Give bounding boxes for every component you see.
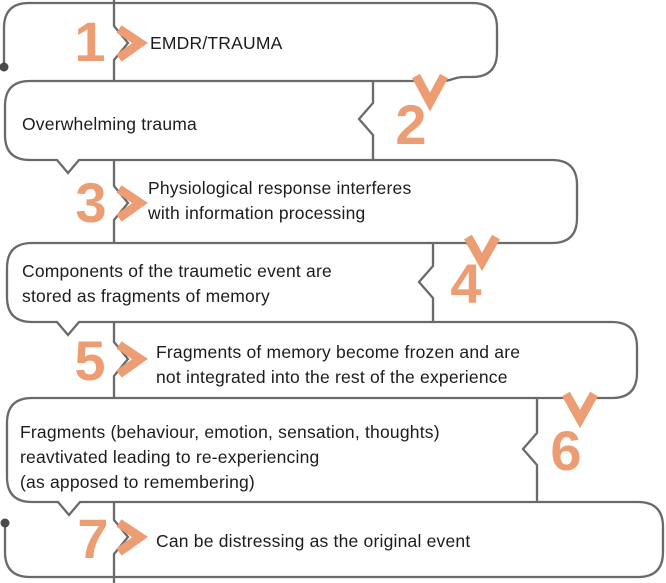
step-3-text-line-1: Physiological response interferes xyxy=(148,178,411,198)
step-6: 6 Fragments (behaviour, emotion, sensati… xyxy=(20,391,598,502)
step-1-number: 1 xyxy=(74,10,105,73)
step-2-text-line-1: Overwhelming trauma xyxy=(22,114,197,134)
step-3-chevron-right-icon xyxy=(116,185,148,222)
step-7-connector-line xyxy=(112,502,130,583)
step-6-number: 6 xyxy=(550,419,581,482)
step-4-chevron-down-icon xyxy=(464,234,500,272)
step-4-text-line-1: Components of the traumetic event are xyxy=(22,261,332,281)
step-2: 2 Overwhelming trauma xyxy=(22,73,448,160)
step-5-number: 5 xyxy=(74,329,105,392)
step-4-number: 4 xyxy=(450,252,481,315)
step-3-text-line-2: with information processing xyxy=(147,203,365,223)
step-7-number: 7 xyxy=(77,507,108,570)
step-2-number: 2 xyxy=(395,93,426,156)
step-3-number: 3 xyxy=(75,171,106,234)
flow-end-dot xyxy=(0,518,10,528)
step-1: 1 EMDR/TRAUMA xyxy=(74,0,282,81)
step-5-text-line-1: Fragments of memory become frozen and ar… xyxy=(156,342,520,362)
step-5-connector-line xyxy=(112,322,130,398)
step-5-text-line-2: not integrated into the rest of the expe… xyxy=(156,367,508,387)
step-5-chevron-right-icon xyxy=(116,341,148,378)
step-1-chevron-right-icon xyxy=(116,25,148,62)
step-7-text-line-1: Can be distressing as the original event xyxy=(156,531,470,551)
step-7-chevron-right-icon xyxy=(116,519,148,556)
step-3-connector-line xyxy=(112,160,130,243)
step-1-text-line-1: EMDR/TRAUMA xyxy=(150,33,283,53)
step-6-text-line-1: Fragments (behaviour, emotion, sensation… xyxy=(20,422,440,442)
step-6-connector-line xyxy=(521,398,539,502)
step-4-text-line-2: stored as fragments of memory xyxy=(22,286,270,306)
step-4: 4 Components of the traumetic event are … xyxy=(22,234,500,322)
step-2-chevron-down-icon xyxy=(412,73,448,112)
step-4-connector-line xyxy=(417,243,435,322)
step-6-chevron-down-icon xyxy=(562,391,598,429)
step-5: 5 Fragments of memory become frozen and … xyxy=(74,322,520,398)
step-6-text-line-3: (as apposed to remembering) xyxy=(20,472,255,492)
step-6-text-line-2: reavtivated leading to re-experiencing xyxy=(20,447,319,467)
step-7: 7 Can be distressing as the original eve… xyxy=(77,502,470,583)
step-2-connector-line xyxy=(357,81,375,160)
step-3: 3 Physiological response interferes with… xyxy=(75,160,411,243)
step-1-connector-line xyxy=(112,0,130,81)
flow-start-dot xyxy=(0,62,9,72)
